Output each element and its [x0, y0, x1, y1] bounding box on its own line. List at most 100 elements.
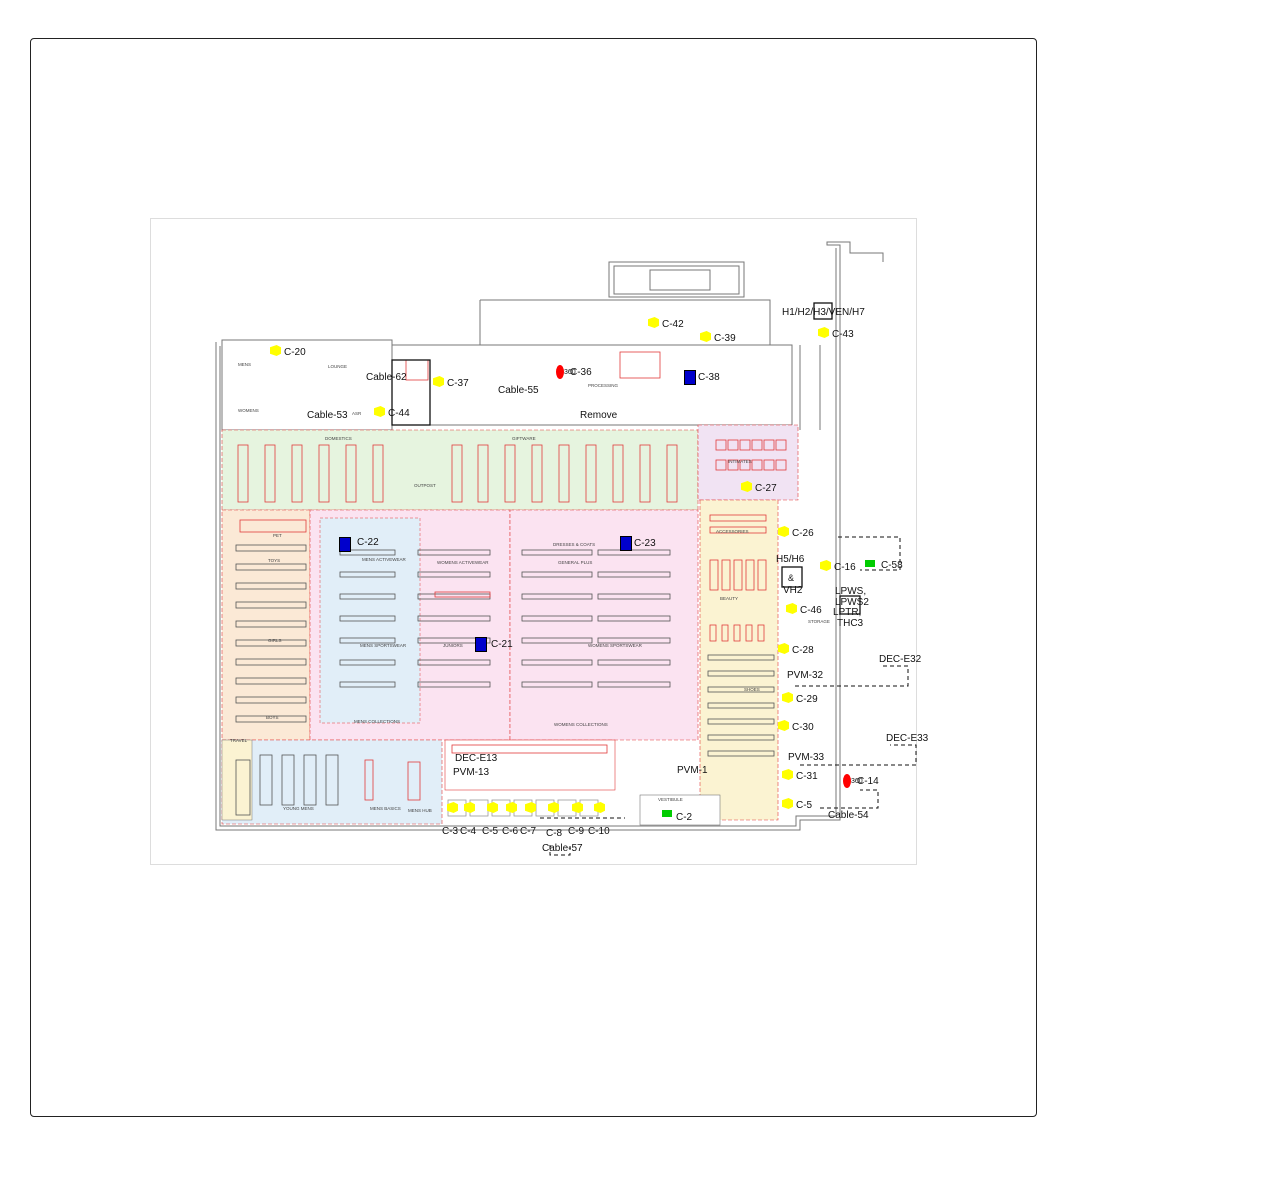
shelf-fixture [763, 459, 775, 471]
camera-yellow-icon[interactable] [782, 692, 793, 703]
camera-blue-icon[interactable] [475, 637, 487, 652]
shelf-fixture [477, 444, 489, 503]
camera-label: C-46 [800, 605, 822, 616]
shelf-fixture [709, 559, 719, 591]
shelf-fixture [235, 601, 307, 609]
camera-label: C-37 [447, 378, 469, 389]
shelf-fixture [521, 681, 593, 688]
camera-yellow-icon[interactable] [820, 560, 831, 571]
shelf-fixture [235, 563, 307, 571]
camera-label: C-31 [796, 771, 818, 782]
camera-label: C-14 [857, 776, 879, 787]
camera-yellow-icon[interactable] [648, 317, 659, 328]
room-label: ACCESSORIES [716, 529, 749, 534]
camera-yellow-icon[interactable] [782, 798, 793, 809]
shelf-fixture [417, 549, 491, 556]
shelf-fixture [707, 718, 775, 725]
camera-label: C-27 [755, 483, 777, 494]
camera-green-icon[interactable] [662, 810, 672, 817]
shelf-fixture [521, 571, 593, 578]
shelf-fixture [597, 637, 671, 644]
shelf-fixture [303, 754, 317, 806]
shelf-fixture [259, 754, 273, 806]
shelf-fixture [597, 681, 671, 688]
camera-yellow-icon[interactable] [782, 769, 793, 780]
cable-62-label: Cable-62 [366, 372, 407, 383]
camera-label: C-29 [796, 694, 818, 705]
cam360-note-c14: 360 [851, 778, 863, 785]
camera-yellow-icon[interactable] [818, 327, 829, 338]
shelf-fixture [721, 559, 731, 591]
camera-yellow-icon[interactable] [270, 345, 281, 356]
camera-blue-icon[interactable] [339, 537, 351, 552]
shelf-fixture [235, 715, 307, 723]
camera-yellow-icon[interactable] [525, 802, 536, 813]
room-label: INTIMATES [728, 459, 752, 464]
camera-yellow-icon[interactable] [548, 802, 559, 813]
camera-label: C-22 [357, 537, 379, 548]
camera-label: C-2 [676, 812, 693, 823]
pvm-13-label: PVM-13 [453, 767, 490, 778]
shelf-fixture [235, 696, 307, 704]
camera-label: C-6 [502, 826, 519, 837]
shelf-fixture [339, 681, 396, 688]
camera-yellow-icon[interactable] [778, 526, 789, 537]
shelf-fixture [291, 444, 303, 503]
shelf-fixture [733, 624, 741, 642]
shelf-fixture [405, 359, 429, 381]
panel-label-amp: & [788, 573, 795, 583]
room-label: DOMESTICS [325, 436, 352, 441]
panel-label-thc3: THC3 [837, 618, 864, 629]
shelf-fixture [235, 544, 307, 552]
shelf-fixture [239, 519, 307, 533]
room-label: VESTIBULE [658, 797, 683, 802]
room-label: TRAVEL [230, 738, 248, 743]
shelf-fixture [339, 615, 396, 622]
shelf-fixture [751, 439, 763, 451]
camera-label: C-38 [698, 372, 720, 383]
camera-yellow-icon[interactable] [487, 802, 498, 813]
cam360-note-c36: 360 [564, 369, 576, 376]
camera-yellow-icon[interactable] [778, 720, 789, 731]
shelf-fixture [739, 459, 751, 471]
camera-yellow-icon[interactable] [433, 376, 444, 387]
camera-yellow-icon[interactable] [374, 406, 385, 417]
room-label: LOUNGE [328, 364, 348, 369]
room-label: OUTPOST [414, 483, 436, 488]
camera-yellow-icon[interactable] [778, 643, 789, 654]
shelf-fixture [372, 444, 384, 503]
equipment-boxes [391, 302, 861, 615]
camera-yellow-icon[interactable] [464, 802, 475, 813]
camera-yellow-icon[interactable] [786, 603, 797, 614]
shelf-fixture [745, 624, 753, 642]
shelf-fixture [597, 659, 671, 666]
pvm-33-label: PVM-33 [788, 752, 825, 763]
camera-blue-icon[interactable] [620, 536, 632, 551]
camera-green-icon[interactable] [865, 560, 875, 567]
shelf-fixture [597, 593, 671, 600]
shelf-fixture [434, 591, 491, 598]
camera-yellow-icon[interactable] [594, 802, 605, 813]
room-label: MENS BASICS [370, 806, 401, 811]
camera-yellow-icon[interactable] [506, 802, 517, 813]
camera-blue-icon[interactable] [684, 370, 696, 385]
camera-yellow-icon[interactable] [741, 481, 752, 492]
shelf-fixture [775, 459, 787, 471]
shelf-fixture [739, 439, 751, 451]
shelf-fixture [325, 754, 339, 806]
camera-label: C-21 [491, 639, 513, 650]
camera-yellow-icon[interactable] [447, 802, 458, 813]
shelf-fixture [585, 444, 597, 503]
camera-label: C-42 [662, 319, 684, 330]
shelf-fixture [709, 624, 717, 642]
camera-yellow-icon[interactable] [572, 802, 583, 813]
panel-label-lpws: LPWS, [835, 586, 867, 597]
shelf-fixture [558, 444, 570, 503]
shelf-fixture [521, 637, 593, 644]
camera-red-icon[interactable] [556, 365, 564, 379]
camera-red-icon[interactable] [843, 774, 851, 788]
camera-label: C-36 [570, 367, 592, 378]
camera-yellow-icon[interactable] [700, 331, 711, 342]
shelf-fixture [521, 593, 593, 600]
